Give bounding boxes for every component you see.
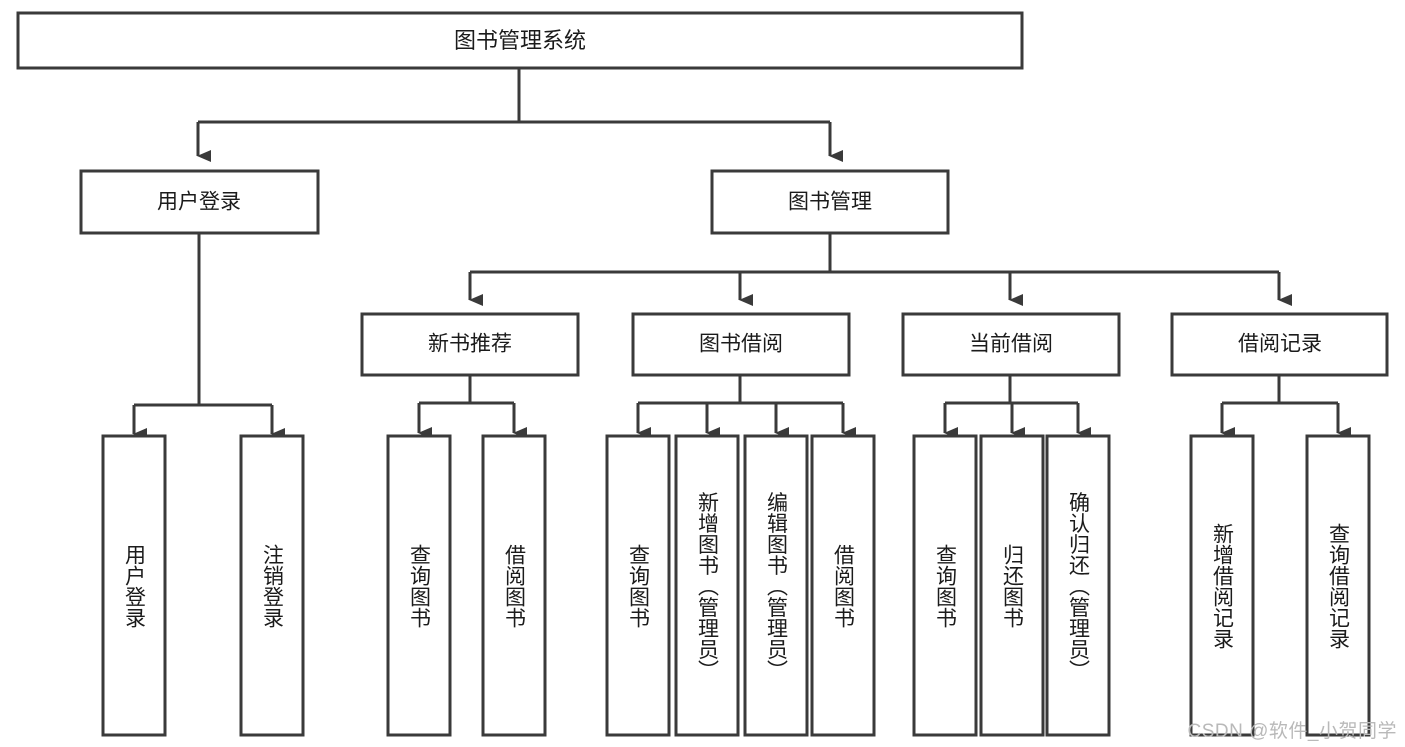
node-current-borrow-label: 当前借阅 — [969, 333, 1053, 356]
node-user-login-box[interactable] — [79, 169, 320, 235]
leaf-query-book-b-label: 查询图书 — [627, 544, 651, 628]
leaf-query-record-box[interactable] — [1305, 434, 1371, 737]
leaf-user-login-label: 用户登录 — [123, 544, 147, 628]
node-current-borrow-box[interactable] — [901, 312, 1121, 377]
connector-bookmanage-to-level3 — [468, 233, 1292, 306]
leaf-query-record[interactable]: 查询借阅记录 — [1305, 434, 1371, 737]
leaf-return-book-label: 归还图书 — [1001, 544, 1025, 628]
leaf-query-book-a-label: 查询图书 — [408, 544, 432, 628]
leaf-user-logout[interactable]: 注销登录 — [239, 434, 305, 737]
leaf-confirm-return[interactable]: 确认归还（管理员） — [1045, 434, 1111, 737]
connector-newbook-to-leaves — [417, 375, 527, 439]
leaf-query-record-label: 查询借阅记录 — [1327, 523, 1351, 649]
node-book-borrow-label: 图书借阅 — [699, 333, 783, 356]
leaf-add-book-label: 新增图书（管理员） — [696, 492, 720, 681]
connector-borrowrecord-to-leaves — [1220, 375, 1351, 439]
leaf-query-book-a-box[interactable] — [386, 434, 452, 737]
node-new-book-recommend[interactable]: 新书推荐 — [360, 312, 580, 377]
leaf-user-logout-label: 注销登录 — [261, 544, 285, 628]
leaf-add-record[interactable]: 新增借阅记录 — [1189, 434, 1255, 737]
leaf-borrow-book-b[interactable]: 借阅图书 — [810, 434, 876, 737]
leaf-user-login-box[interactable] — [101, 434, 167, 737]
leaf-borrow-book-a-box[interactable] — [481, 434, 547, 737]
node-borrow-record[interactable]: 借阅记录 — [1170, 312, 1389, 377]
connector-root-to-level2 — [196, 68, 843, 162]
leaf-add-record-box[interactable] — [1189, 434, 1255, 737]
node-borrow-record-box[interactable] — [1170, 312, 1389, 377]
leaf-confirm-return-box[interactable] — [1045, 434, 1111, 737]
leaf-borrow-book-a-label: 借阅图书 — [503, 544, 527, 628]
leaf-query-book-c[interactable]: 查询图书 — [912, 434, 978, 737]
node-root-box[interactable] — [16, 11, 1024, 70]
leaf-borrow-book-b-box[interactable] — [810, 434, 876, 737]
leaf-query-book-c-box[interactable] — [912, 434, 978, 737]
leaf-edit-book-label: 编辑图书（管理员） — [765, 492, 789, 681]
leaf-user-logout-box[interactable] — [239, 434, 305, 737]
leaf-borrow-book-b-label: 借阅图书 — [832, 544, 856, 628]
node-book-borrow-box[interactable] — [631, 312, 851, 377]
leaf-add-book[interactable]: 新增图书（管理员） — [674, 434, 740, 737]
leaf-edit-book-box[interactable] — [743, 434, 809, 737]
connector-userlogin-to-leaves — [132, 233, 285, 440]
leaf-return-book[interactable]: 归还图书 — [979, 434, 1045, 737]
node-current-borrow[interactable]: 当前借阅 — [901, 312, 1121, 377]
leaf-query-book-a[interactable]: 查询图书 — [386, 434, 452, 737]
leaf-add-record-label: 新增借阅记录 — [1211, 523, 1235, 649]
leaf-user-login[interactable]: 用户登录 — [101, 434, 167, 737]
leaf-query-book-c-label: 查询图书 — [934, 544, 958, 628]
node-new-book-recommend-label: 新书推荐 — [428, 333, 512, 356]
leaf-return-book-box[interactable] — [979, 434, 1045, 737]
node-root[interactable]: 图书管理系统 — [16, 11, 1024, 70]
node-user-login-label: 用户登录 — [157, 191, 241, 214]
node-book-borrow[interactable]: 图书借阅 — [631, 312, 851, 377]
leaf-query-book-b[interactable]: 查询图书 — [605, 434, 671, 737]
node-user-login[interactable]: 用户登录 — [79, 169, 320, 235]
leaf-add-book-box[interactable] — [674, 434, 740, 737]
node-book-manage-label: 图书管理 — [788, 191, 872, 214]
leaf-edit-book[interactable]: 编辑图书（管理员） — [743, 434, 809, 737]
node-root-label: 图书管理系统 — [454, 28, 586, 53]
leaf-query-book-b-box[interactable] — [605, 434, 671, 737]
connector-bookborrow-to-leaves — [636, 375, 856, 439]
node-borrow-record-label: 借阅记录 — [1238, 333, 1322, 356]
leaf-confirm-return-label: 确认归还（管理员） — [1067, 492, 1091, 681]
node-book-manage[interactable]: 图书管理 — [710, 169, 950, 235]
leaf-borrow-book-a[interactable]: 借阅图书 — [481, 434, 547, 737]
connector-currentborrow-to-leaves — [943, 375, 1091, 439]
node-new-book-recommend-box[interactable] — [360, 312, 580, 377]
node-book-manage-box[interactable] — [710, 169, 950, 235]
